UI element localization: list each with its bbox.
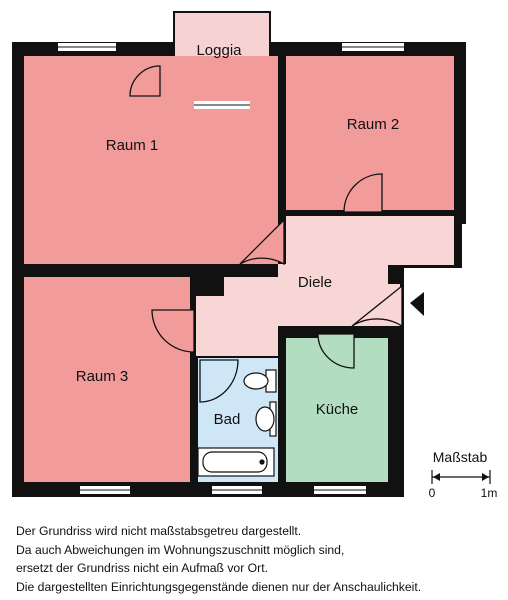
label-raum1: Raum 1 xyxy=(106,137,159,154)
window-raum1 xyxy=(58,43,116,51)
door-raum1 xyxy=(239,218,285,266)
door-raum2 xyxy=(343,173,383,213)
window-raum3 xyxy=(80,486,130,494)
door-kueche xyxy=(317,333,355,369)
disclaimer-line: Da auch Abweichungen im Wohnungszuschnit… xyxy=(16,542,345,557)
disclaimer-line: Die dargestellten Einrichtungsgegenständ… xyxy=(16,579,422,594)
label-bad: Bad xyxy=(214,411,241,428)
label-diele: Diele xyxy=(298,274,332,291)
label-loggia: Loggia xyxy=(196,42,242,59)
door-bad xyxy=(199,359,239,403)
windows xyxy=(58,43,404,494)
window-kueche xyxy=(314,486,366,494)
window-loggia xyxy=(194,101,250,109)
door-entrance xyxy=(351,284,403,328)
scale-start: 0 xyxy=(429,486,436,500)
door-raum3 xyxy=(151,309,195,353)
entrance-arrow-icon xyxy=(410,292,424,316)
window-bad xyxy=(212,486,262,494)
doors xyxy=(129,65,403,403)
door-loggia xyxy=(129,65,161,97)
toilet-icon xyxy=(243,369,277,393)
sink-icon xyxy=(255,401,277,437)
disclaimer: Der Grundriss wird nicht maßstabsgetreu … xyxy=(16,522,502,596)
floor-plan: Loggia Raum 1 Raum 2 Raum 3 Diele Bad Kü… xyxy=(12,11,498,500)
scale-end: 1m xyxy=(481,486,498,500)
bathtub-icon xyxy=(197,447,275,477)
label-raum3: Raum 3 xyxy=(76,368,129,385)
disclaimer-line: ersetzt der Grundriss nicht ein Aufmaß v… xyxy=(16,561,268,575)
label-raum2: Raum 2 xyxy=(347,116,400,133)
window-raum2 xyxy=(342,43,404,51)
disclaimer-line: Der Grundriss wird nicht maßstabsgetreu … xyxy=(16,524,302,538)
label-kueche: Küche xyxy=(316,401,359,418)
scale-bar: Maßstab 0 1m xyxy=(429,449,498,500)
scale-title: Maßstab xyxy=(433,449,488,465)
